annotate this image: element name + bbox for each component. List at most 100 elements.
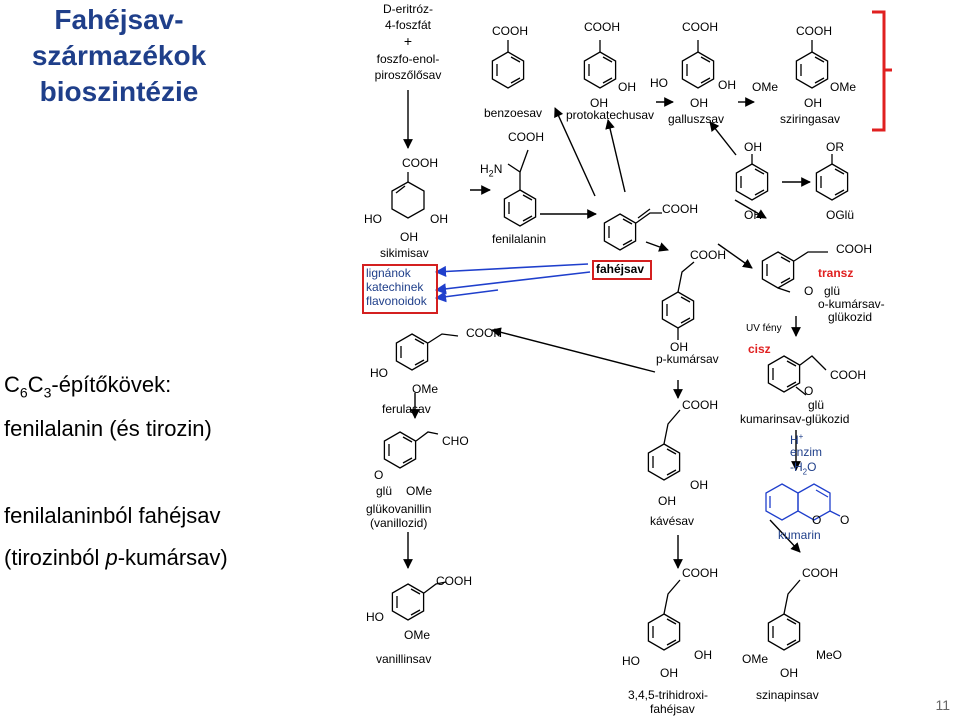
okumarsav-o: O <box>804 284 814 298</box>
szinapinsav-ome: OMe <box>742 652 769 666</box>
label-sziringasav: sziringasav <box>780 112 841 126</box>
glukovanillin-cho: CHO <box>442 434 469 448</box>
label-vanillinsav: vanillinsav <box>376 652 432 666</box>
text-c: C <box>4 372 20 397</box>
label-okumarsav-2: glükozid <box>828 310 873 324</box>
h2n-h: H <box>480 162 489 176</box>
p-kumarsav-structure <box>661 261 695 340</box>
trihidroxi-oh2: OH <box>660 666 678 680</box>
label-lignanok: lignánok <box>366 266 411 280</box>
label-start-3: foszfo-enol- <box>376 52 440 66</box>
left-text-building-blocks: C6C3-építőkövek: <box>4 372 171 405</box>
galluszsav-oh1: OH <box>718 78 736 92</box>
glukovanillin-structure <box>383 431 439 469</box>
h2n-n: N <box>493 162 503 176</box>
kumarinsav-glu: glü <box>808 398 825 412</box>
label-okumarsav-1: o-kumársav- <box>818 297 885 311</box>
label-minus-h2o: -H2O <box>790 460 816 479</box>
szinapinsav-meo: MeO <box>816 648 843 662</box>
label-start-plus: + <box>403 33 413 49</box>
glukovanillin-o: O <box>374 468 384 482</box>
kavesav-structure <box>647 409 681 481</box>
sziringasav-oh: OH <box>804 96 822 110</box>
kumarinsav-o: O <box>804 384 814 398</box>
glukovanillin-glu: glü <box>376 484 393 498</box>
vanillinsav-structure <box>391 581 447 621</box>
phenol-structure <box>735 154 769 201</box>
protokatechusav-structure <box>583 40 617 89</box>
ferulasav-ome: OMe <box>412 382 439 396</box>
benzoesav-structure <box>491 40 525 89</box>
fenilalanin-cooh: COOH <box>508 130 544 144</box>
text-c2: C <box>27 372 44 397</box>
pkumarsav-oh: OH <box>670 340 688 354</box>
label-ferulasav: ferulasav <box>382 402 431 416</box>
protokatechusav-oh2: OH <box>590 96 608 110</box>
ferulasav-ho: HO <box>370 366 388 380</box>
trihidroxifahejsav-structure <box>647 579 681 651</box>
kavesav-oh2: OH <box>658 494 676 508</box>
pkumarsav-cooh: COOH <box>690 248 726 262</box>
label-kumarinsav: kumarinsav-glükozid <box>740 412 850 426</box>
label-fenilalanin: fenilalanin <box>492 232 547 246</box>
hplus-h: H <box>790 433 799 447</box>
text-sub-3: 3 <box>43 384 52 401</box>
label-trihidroxi-2: fahéjsav <box>650 702 695 716</box>
galluszsav-cooh: COOH <box>682 20 718 34</box>
page-title: Fahéjsav-származékok bioszintézie <box>31 4 207 107</box>
text-tirozinbol: (tirozinból <box>4 545 106 570</box>
label-szinapinsav: szinapinsav <box>756 688 819 702</box>
ferulasav-structure <box>395 333 459 371</box>
label-vanillozid: (vanillozid) <box>370 516 428 530</box>
glukovanillin-ome: OMe <box>406 484 433 498</box>
kumarin-o2: O <box>840 513 850 527</box>
label-galluszsav: galluszsav <box>668 112 725 126</box>
fahejsav-structure <box>603 208 662 251</box>
label-enzim: enzim <box>790 445 823 459</box>
kavesav-oh1: OH <box>690 478 708 492</box>
fenilalanin-structure <box>503 149 537 227</box>
label-transz: transz <box>818 266 854 280</box>
szinapinsav-cooh: COOH <box>802 566 838 580</box>
label-start-2: 4-foszfát <box>384 18 432 32</box>
text-sub-6: 6 <box>19 384 28 401</box>
trihidroxi-oh1: OH <box>694 648 712 662</box>
phenol-or: OR <box>826 140 844 154</box>
fahejsav-highlight-box <box>592 260 652 280</box>
lignanok-highlight-box <box>362 264 438 314</box>
protokatechusav-cooh: COOH <box>584 20 620 34</box>
kumarinsav-cooh: COOH <box>830 368 866 382</box>
label-flavonoidok: flavonoidok <box>366 294 427 308</box>
pathway-arrows <box>403 90 811 569</box>
vanillinsav-ho: HO <box>366 610 384 624</box>
szinapinsav-oh: OH <box>780 666 798 680</box>
left-text-line2: fenilalanin (és tirozin) <box>4 416 212 441</box>
label-benzoesav: benzoesav <box>484 106 543 120</box>
blue-arrows <box>434 263 591 303</box>
sziringasav-ome2: OMe <box>830 80 857 94</box>
left-text-line3: fenilalaninból fahéjsav <box>4 503 221 528</box>
szinapinsav-structure <box>767 579 801 651</box>
red-bracket <box>872 10 886 132</box>
fenilalanin-h2n: H2N <box>480 162 502 180</box>
galluszsav-oh2: OH <box>690 96 708 110</box>
phenol-oglu: OGlü <box>826 208 855 222</box>
sikimisav-structure <box>391 172 425 219</box>
kumarin-o1: O <box>812 513 822 527</box>
label-kumarin: kumarin <box>778 528 821 542</box>
label-kavesav: kávésav <box>650 514 695 528</box>
label-trihidroxi-1: 3,4,5-trihidroxi- <box>628 688 709 702</box>
page-number: 11 <box>935 697 950 713</box>
phenol-oh-bottom: OH <box>744 208 762 222</box>
sziringasav-structure <box>795 40 829 89</box>
kumarinsav-glukozid-structure <box>767 355 827 396</box>
label-glukovanillin: glükovanillin <box>366 502 432 516</box>
text-epitokovek: -építőkövek: <box>51 372 172 397</box>
minus-h2o-sub: 2 <box>802 467 808 477</box>
or-phenol-structure <box>815 154 849 201</box>
label-protokatechusav: protokatechusav <box>566 108 655 122</box>
phenol-oh: OH <box>744 140 762 154</box>
label-hplus: H+ <box>790 430 803 447</box>
kumarin-structure <box>765 483 841 521</box>
